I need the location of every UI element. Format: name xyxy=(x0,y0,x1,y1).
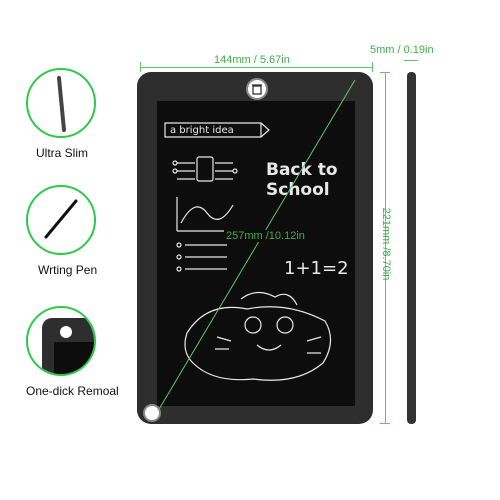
pen-label: Wrting Pen xyxy=(38,263,98,277)
tablet-corner-icon xyxy=(42,318,94,374)
ultra-slim-label: Ultra Slim xyxy=(36,146,89,160)
equation-text: 1+1=2 xyxy=(284,258,349,279)
thickness-dimension-line xyxy=(404,60,418,61)
clear-button[interactable] xyxy=(246,78,268,100)
slim-edge-icon xyxy=(57,76,66,132)
thickness-dimension-label: 5mm / 0.19in xyxy=(370,44,434,56)
width-dimension-line xyxy=(140,67,373,68)
pen-circle xyxy=(26,185,96,255)
ultra-slim-circle xyxy=(26,68,96,138)
height-dimension-label: 221mm /8.70in xyxy=(380,207,392,281)
removal-circle xyxy=(26,306,96,376)
diagonal-dimension-label: 257mm /10.12in xyxy=(224,230,307,242)
width-dimension-label: 144mm / 5.67in xyxy=(214,54,290,66)
pen-slot xyxy=(143,404,161,422)
trash-icon xyxy=(252,84,262,95)
diagonal-dimension-line xyxy=(154,79,356,417)
removal-label: One-dick Remoal xyxy=(26,384,119,398)
pen-icon xyxy=(44,199,78,239)
height-dimension-line xyxy=(385,72,386,424)
tablet-side-profile xyxy=(407,72,416,424)
idea-text: a bright idea xyxy=(170,125,234,136)
screen-drawing xyxy=(164,122,332,381)
writing-screen xyxy=(157,101,355,406)
